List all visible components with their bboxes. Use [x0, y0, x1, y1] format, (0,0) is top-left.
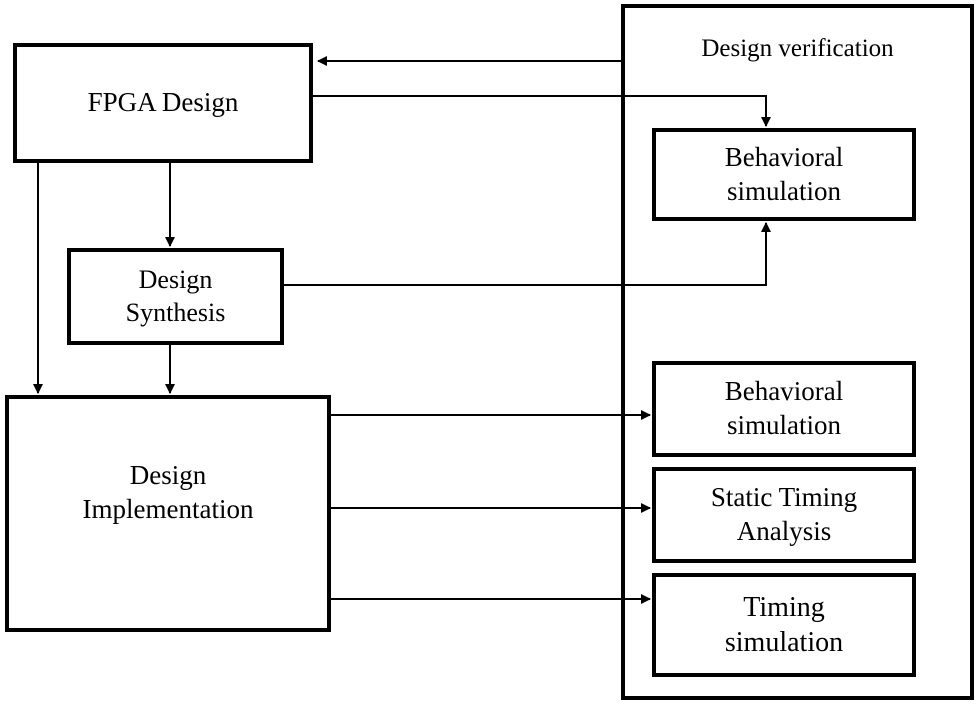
static-timing-analysis-box: Static Timing Analysis [652, 467, 916, 563]
arrow-synthesis-to-behavioral-top [284, 222, 771, 286]
timing-simulation-box: Timing simulation [652, 573, 916, 677]
fpga-design-label: FPGA Design [87, 87, 239, 118]
behavioral-simulation-bottom-box: Behavioral simulation [652, 361, 916, 457]
design-implementation-line1: Design [129, 460, 207, 490]
behavioral-simulation-bottom-line1: Behavioral [724, 376, 844, 407]
design-verification-panel [621, 4, 974, 700]
timing-simulation-line2: simulation [724, 627, 844, 658]
design-implementation-box: Design Implementation [5, 395, 331, 632]
design-implementation-line2: Implementation [82, 493, 254, 524]
design-synthesis-box: Design Synthesis [67, 248, 284, 345]
static-timing-analysis-line2: Analysis [736, 516, 832, 546]
design-verification-title: Design verification [701, 35, 894, 62]
design-synthesis-line2: Synthesis [125, 297, 226, 327]
fpga-design-box: FPGA Design [13, 43, 313, 163]
behavioral-simulation-bottom-line2: simulation [727, 410, 841, 440]
timing-simulation-line1: Timing [743, 592, 825, 623]
arrow-fpga-to-behavioral-top [313, 95, 771, 127]
behavioral-simulation-top-line1: Behavioral [724, 141, 844, 172]
design-synthesis-line1: Design [138, 265, 213, 294]
behavioral-simulation-top-line2: simulation [727, 175, 841, 206]
static-timing-analysis-line1: Static Timing [710, 482, 858, 513]
behavioral-simulation-top-box: Behavioral simulation [652, 128, 916, 221]
